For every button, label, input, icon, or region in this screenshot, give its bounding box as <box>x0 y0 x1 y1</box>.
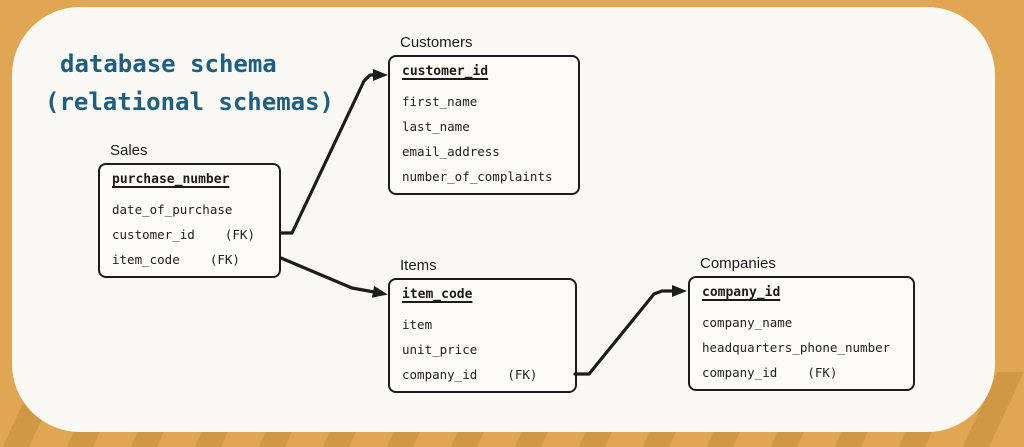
table-field: date_of_purchase <box>112 202 233 217</box>
table-field: company_name <box>702 315 793 330</box>
table-field: number_of_complaints <box>402 169 553 184</box>
table-title-customers: Customers <box>400 34 473 51</box>
table-box-customers: customer_id first_name last_name email_a… <box>388 55 580 195</box>
table-box-items: item_code item unit_price company_id (FK… <box>388 278 577 393</box>
table-box-sales: purchase_number date_of_purchase custome… <box>98 163 281 278</box>
table-field: last_name <box>402 119 470 134</box>
table-field: headquarters_phone_number <box>702 340 891 355</box>
table-companies: Companies company_id company_name headqu… <box>688 254 915 391</box>
table-title-items: Items <box>400 257 437 274</box>
table-title-companies: Companies <box>700 255 776 272</box>
table-field: customer_id (FK) <box>112 227 255 242</box>
page-title-line2: (relational schemas) <box>45 88 334 116</box>
table-field: company_id (FK) <box>702 365 838 380</box>
table-field: first_name <box>402 94 478 109</box>
primary-key-sales: purchase_number <box>112 172 230 187</box>
table-sales: Sales purchase_number date_of_purchase c… <box>98 141 281 278</box>
table-items: Items item_code item unit_price company_… <box>388 256 577 393</box>
table-title-sales: Sales <box>110 142 148 159</box>
table-box-companies: company_id company_name headquarters_pho… <box>688 276 915 391</box>
primary-key-customers: customer_id <box>402 64 489 79</box>
page-title-line1: database schema <box>60 50 277 78</box>
table-field: item_code (FK) <box>112 252 240 267</box>
table-field: item <box>402 317 433 332</box>
primary-key-items: item_code <box>402 287 473 302</box>
primary-key-companies: company_id <box>702 285 781 300</box>
table-field: company_id (FK) <box>402 367 538 382</box>
table-field: email_address <box>402 144 500 159</box>
table-field: unit_price <box>402 342 478 357</box>
table-customers: Customers customer_id first_name last_na… <box>388 33 580 195</box>
